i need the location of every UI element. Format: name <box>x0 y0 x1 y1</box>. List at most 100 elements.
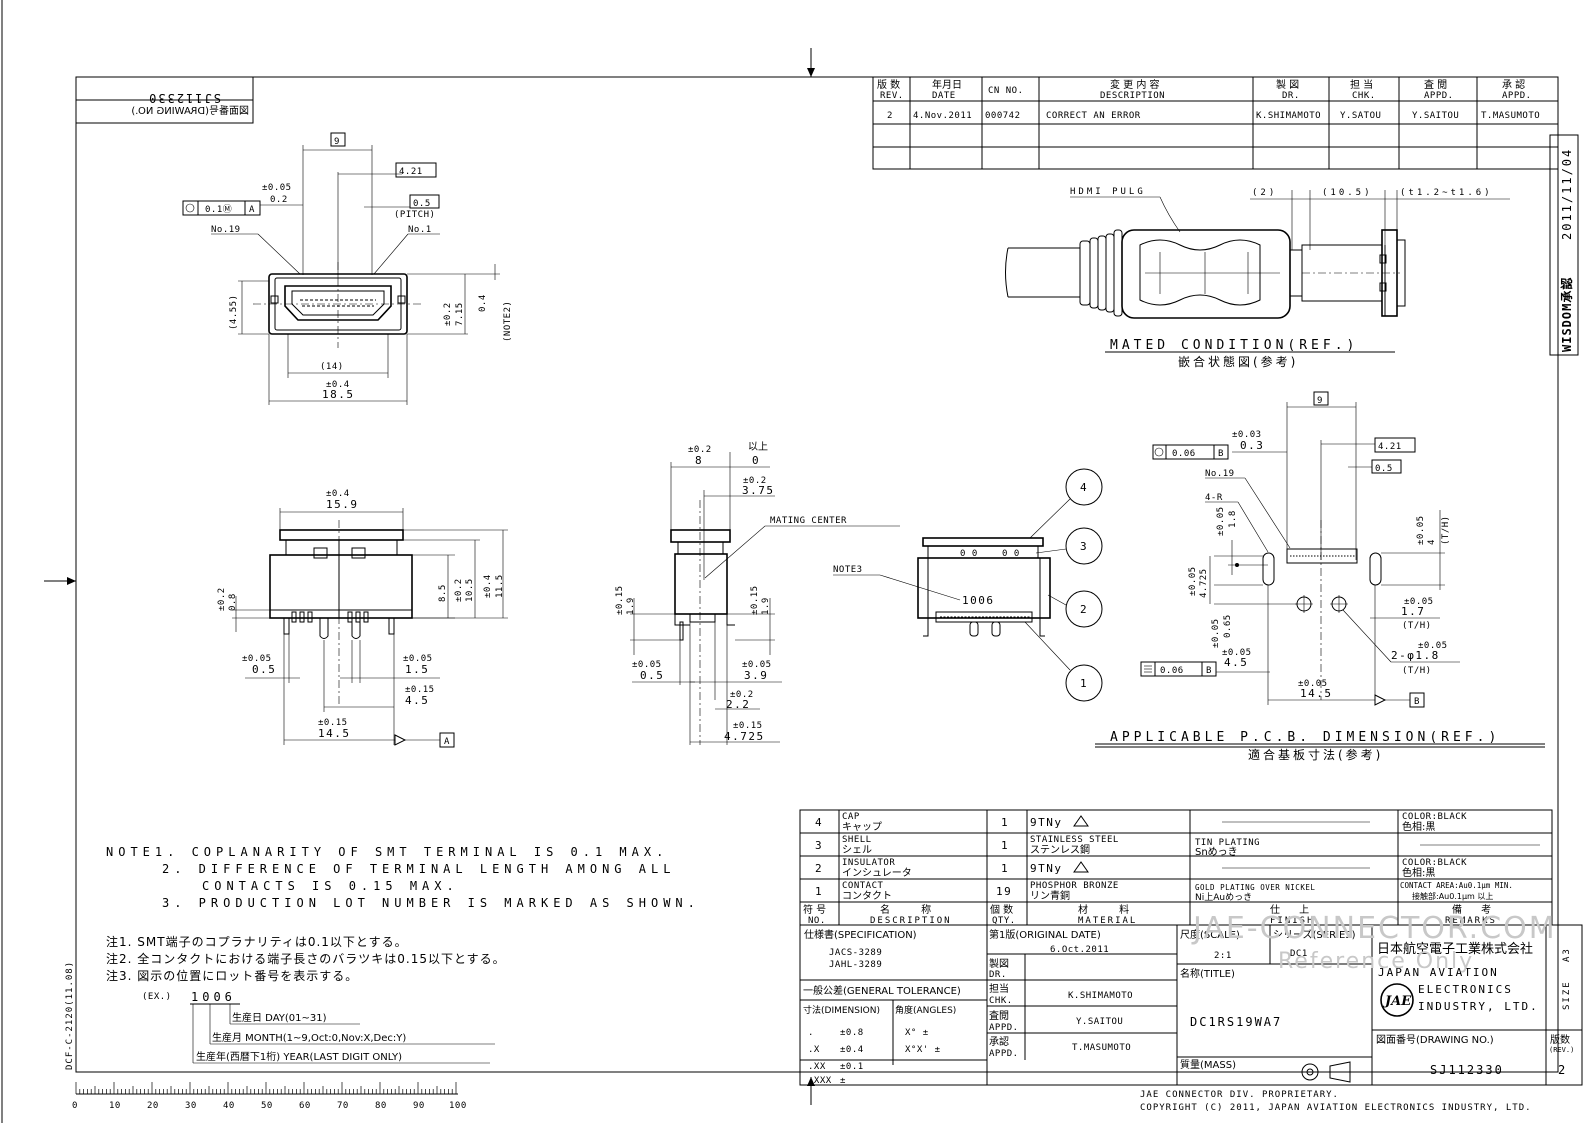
fv-dim-02: 0.2 <box>270 195 288 205</box>
fv-dim-05: 0.5 <box>413 199 431 209</box>
tb-spec-label: 仕様書(SPECIFICATION) <box>804 928 917 941</box>
fv-gdt-tol: 0.1Ⓜ <box>205 204 232 215</box>
date-header-en: DATE <box>932 91 956 101</box>
fv-gdt-datum: A <box>249 205 255 215</box>
bom-desc-ja-4: キャップ <box>842 821 882 833</box>
bom-h-rem-en: REMARKS <box>1445 916 1497 926</box>
title-block: 仕様書(SPECIFICATION) JACS-3289 JAHL-3289 第… <box>799 911 1583 1086</box>
tb-chk-en: CHK. <box>989 996 1013 1006</box>
fv-tol-04: ±0.4 <box>326 380 350 390</box>
tb-size: A3 <box>1562 947 1572 962</box>
bom-mat1-2: 9TNy <box>1030 862 1063 875</box>
tb-mass-label: 質量(MASS) <box>1180 1058 1236 1071</box>
dr-header-en: DR. <box>1282 91 1300 101</box>
pcb-dim-9: 9 <box>1317 396 1323 406</box>
jae-logo-text: JAE <box>1382 994 1412 1009</box>
fv-note2: (NOTE2) <box>503 301 513 342</box>
appd2-header-en: APPD. <box>1502 91 1532 101</box>
bom-h-qty-ja: 個 数 <box>990 903 1013 916</box>
footer-line1: JAE CONNECTOR DIV. PROPRIETARY. <box>1140 1090 1339 1100</box>
bv-tol-04: ±0.4 <box>483 574 493 598</box>
pcb-tol-005-h: ±0.05 <box>1298 679 1328 689</box>
bom-fin1-1: GOLD PLATING OVER NICKEL <box>1195 883 1315 892</box>
chk-header-en: CHK. <box>1352 91 1376 101</box>
approval-stamp-text: WISDOM承認 <box>1559 277 1574 352</box>
tb-appd2-name: T.MASUMOTO <box>1072 1043 1131 1053</box>
sv-tol-005-right: ±0.05 <box>742 660 772 670</box>
bom-no-3: 3 <box>815 839 823 852</box>
date-cell: 4.Nov.2011 <box>913 111 972 121</box>
rev-header-en: REV. <box>880 91 904 101</box>
bom-desc-ja-3: シェル <box>842 845 872 856</box>
iso-callout-4: 4 <box>1080 481 1088 494</box>
note-ja-1: 注1. SMT端子のコプラナリティは0.1以下とする。 <box>106 934 408 949</box>
pcb-dim-18: 1.8 <box>1228 510 1238 528</box>
note-en-1: NOTE1. COPLANARITY OF SMT TERMINAL IS 0.… <box>106 845 668 859</box>
pcb-datum-b: B <box>1218 449 1224 459</box>
bv-dim-159: 15.9 <box>326 498 359 511</box>
mv-dim-2: (2) <box>1252 188 1277 198</box>
cn-header: CN NO. <box>988 86 1024 96</box>
bv-dim-08: 0.8 <box>228 593 238 611</box>
sv-tol-02c: ±0.2 <box>730 690 754 700</box>
pcb-dim-05: 0.5 <box>1375 464 1393 474</box>
tb-company-ja: 日本航空電子工業株式会社 <box>1377 941 1533 957</box>
bom-h-mat-ja: 材 料 <box>1078 903 1143 916</box>
lot-month: 生産月 MONTH(1~9,Oct:0,Nov:X,Dec:Y) <box>212 1031 406 1044</box>
bom-mat2-3: ステンレス鋼 <box>1030 843 1090 856</box>
tb-orig-label: 第1版(ORIGINAL DATE) <box>989 928 1101 941</box>
pcb-no19: No.19 <box>1205 469 1235 479</box>
drawing-number-box-mirrored: 図面番号(DRAWING NO.) SJ112330 <box>75 76 254 124</box>
bom-h-no-en: NO. <box>808 916 826 926</box>
pcb-dim-03: 0.3 <box>1240 439 1264 452</box>
iso-note3: NOTE3 <box>833 565 863 575</box>
sv-dim-19-left: 1.9 <box>626 597 636 615</box>
bv-dim-115: 11.5 <box>495 574 505 598</box>
bv-tol-04: ±0.4 <box>326 489 350 499</box>
bom-mat1-3: STAINLESS STEEL <box>1030 835 1119 845</box>
tb-spec1: JACS-3289 <box>829 948 882 958</box>
pcb-tol-005-b: ±0.05 <box>1188 566 1198 596</box>
iso-lot-example: 1006 <box>962 594 995 607</box>
bom-desc-en-4: CAP <box>842 812 860 822</box>
tb-ang-1: X°X' ± <box>905 1045 941 1055</box>
tb-rev-label: 版数 <box>1550 1033 1570 1046</box>
iso-view: 0 0 0 0 NOTE3 1006 4 3 2 1 <box>833 468 1103 702</box>
watermark-line1: JAE-CONNECTOR.COM <box>1191 911 1557 946</box>
tb-tol-k1: .X <box>808 1045 820 1055</box>
bom-mat1-1: PHOSPHOR BRONZE <box>1030 881 1119 891</box>
pcb-title-en: APPLICABLE P.C.B. DIMENSION(REF.) <box>1110 730 1500 745</box>
ruler-20: 20 <box>147 1101 159 1111</box>
bom-h-fin-ja: 仕 上 <box>1270 903 1317 916</box>
pcb-dim-4725: 4.725 <box>1199 568 1209 598</box>
pcb-flat-datum: B <box>1206 666 1212 676</box>
note-ja-2: 注2. 全コンタクトにおける端子長さのバラツキは0.15以下とする。 <box>106 951 506 966</box>
sv-dim-22: 2.2 <box>726 698 750 711</box>
sv-tol-005-left: ±0.05 <box>632 660 662 670</box>
appd-cell: Y.SAITOU <box>1412 111 1459 121</box>
sv-dim-0: 0 <box>752 454 760 467</box>
iso-callout-3: 3 <box>1080 540 1088 553</box>
bom-rem1-2: COLOR:BLACK <box>1402 858 1467 868</box>
tb-scale-label: 尺度(SCALE) <box>1180 928 1240 941</box>
tb-size-label: SIZE <box>1562 980 1572 1010</box>
bom-fin1-3: TIN PLATING <box>1195 838 1260 848</box>
appd-header-en: APPD. <box>1424 91 1454 101</box>
bom-h-no-ja: 符 号 <box>803 903 826 916</box>
sv-above: 以上 <box>748 441 768 453</box>
side-code: DCF-C-2120(11.08) <box>65 961 75 1070</box>
bom-desc-ja-1: コンタクト <box>842 890 892 902</box>
tb-appd-name: Y.SAITOU <box>1076 1017 1123 1027</box>
appd2-cell: T.MASUMOTO <box>1481 111 1540 121</box>
bom-rem2-2: 色相:黒 <box>1402 866 1435 879</box>
tb-ang-label: 角度(ANGLES) <box>895 1004 956 1016</box>
drawing-no-label-mirrored: 図面番号(DRAWING NO.) <box>131 105 249 117</box>
svg-text:0 0: 0 0 <box>1002 549 1020 559</box>
ruler-0: 0 <box>72 1101 78 1111</box>
pcb-datum-b2: B <box>1414 697 1420 707</box>
dr-header-ja: 製 図 <box>1276 78 1299 91</box>
ruler-100: 100 <box>449 1101 467 1111</box>
ruler-60: 60 <box>299 1101 311 1111</box>
bv-tol-005-left: ±0.05 <box>242 654 272 664</box>
